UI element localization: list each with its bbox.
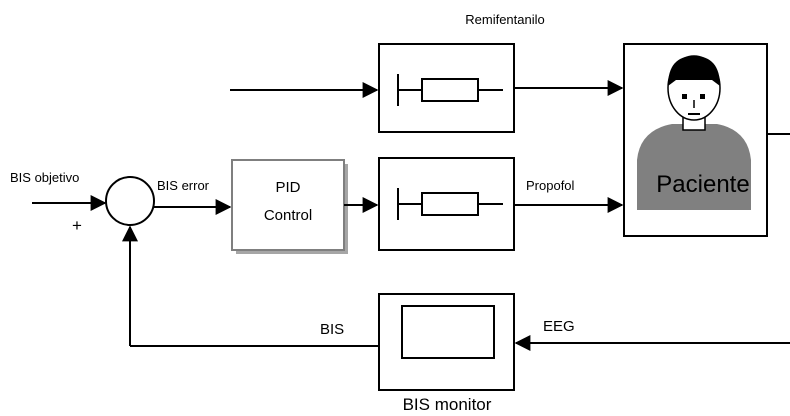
eeg-label: EEG <box>543 318 575 335</box>
bis-error-label: BIS error <box>157 178 210 193</box>
bis-monitor-block <box>378 293 515 391</box>
monitor-screen-icon <box>401 305 495 359</box>
remifentanilo-label: Remifentanilo <box>465 12 545 27</box>
summing-junction <box>105 176 155 226</box>
pump-icon <box>397 74 503 106</box>
pump-icon <box>397 188 503 220</box>
propofol-pump-block <box>378 157 515 251</box>
bis-objetivo-label: BIS objetivo <box>10 170 79 185</box>
pid-control-block: PID Control <box>231 159 348 254</box>
bis-monitor-label: BIS monitor <box>403 395 492 414</box>
patient-label: Paciente <box>656 171 749 198</box>
plus-sign: + <box>72 216 82 235</box>
pid-label-line2: Control <box>264 207 312 224</box>
patient-hair <box>668 56 720 86</box>
bis-feedback-label: BIS <box>320 321 344 338</box>
patient-block: Paciente <box>623 43 768 237</box>
patient-body <box>637 124 751 210</box>
propofol-label: Propofol <box>526 178 575 193</box>
remifentanilo-pump-block <box>378 43 515 133</box>
patient-icon <box>637 55 751 210</box>
pid-label-line1: PID <box>275 179 300 196</box>
